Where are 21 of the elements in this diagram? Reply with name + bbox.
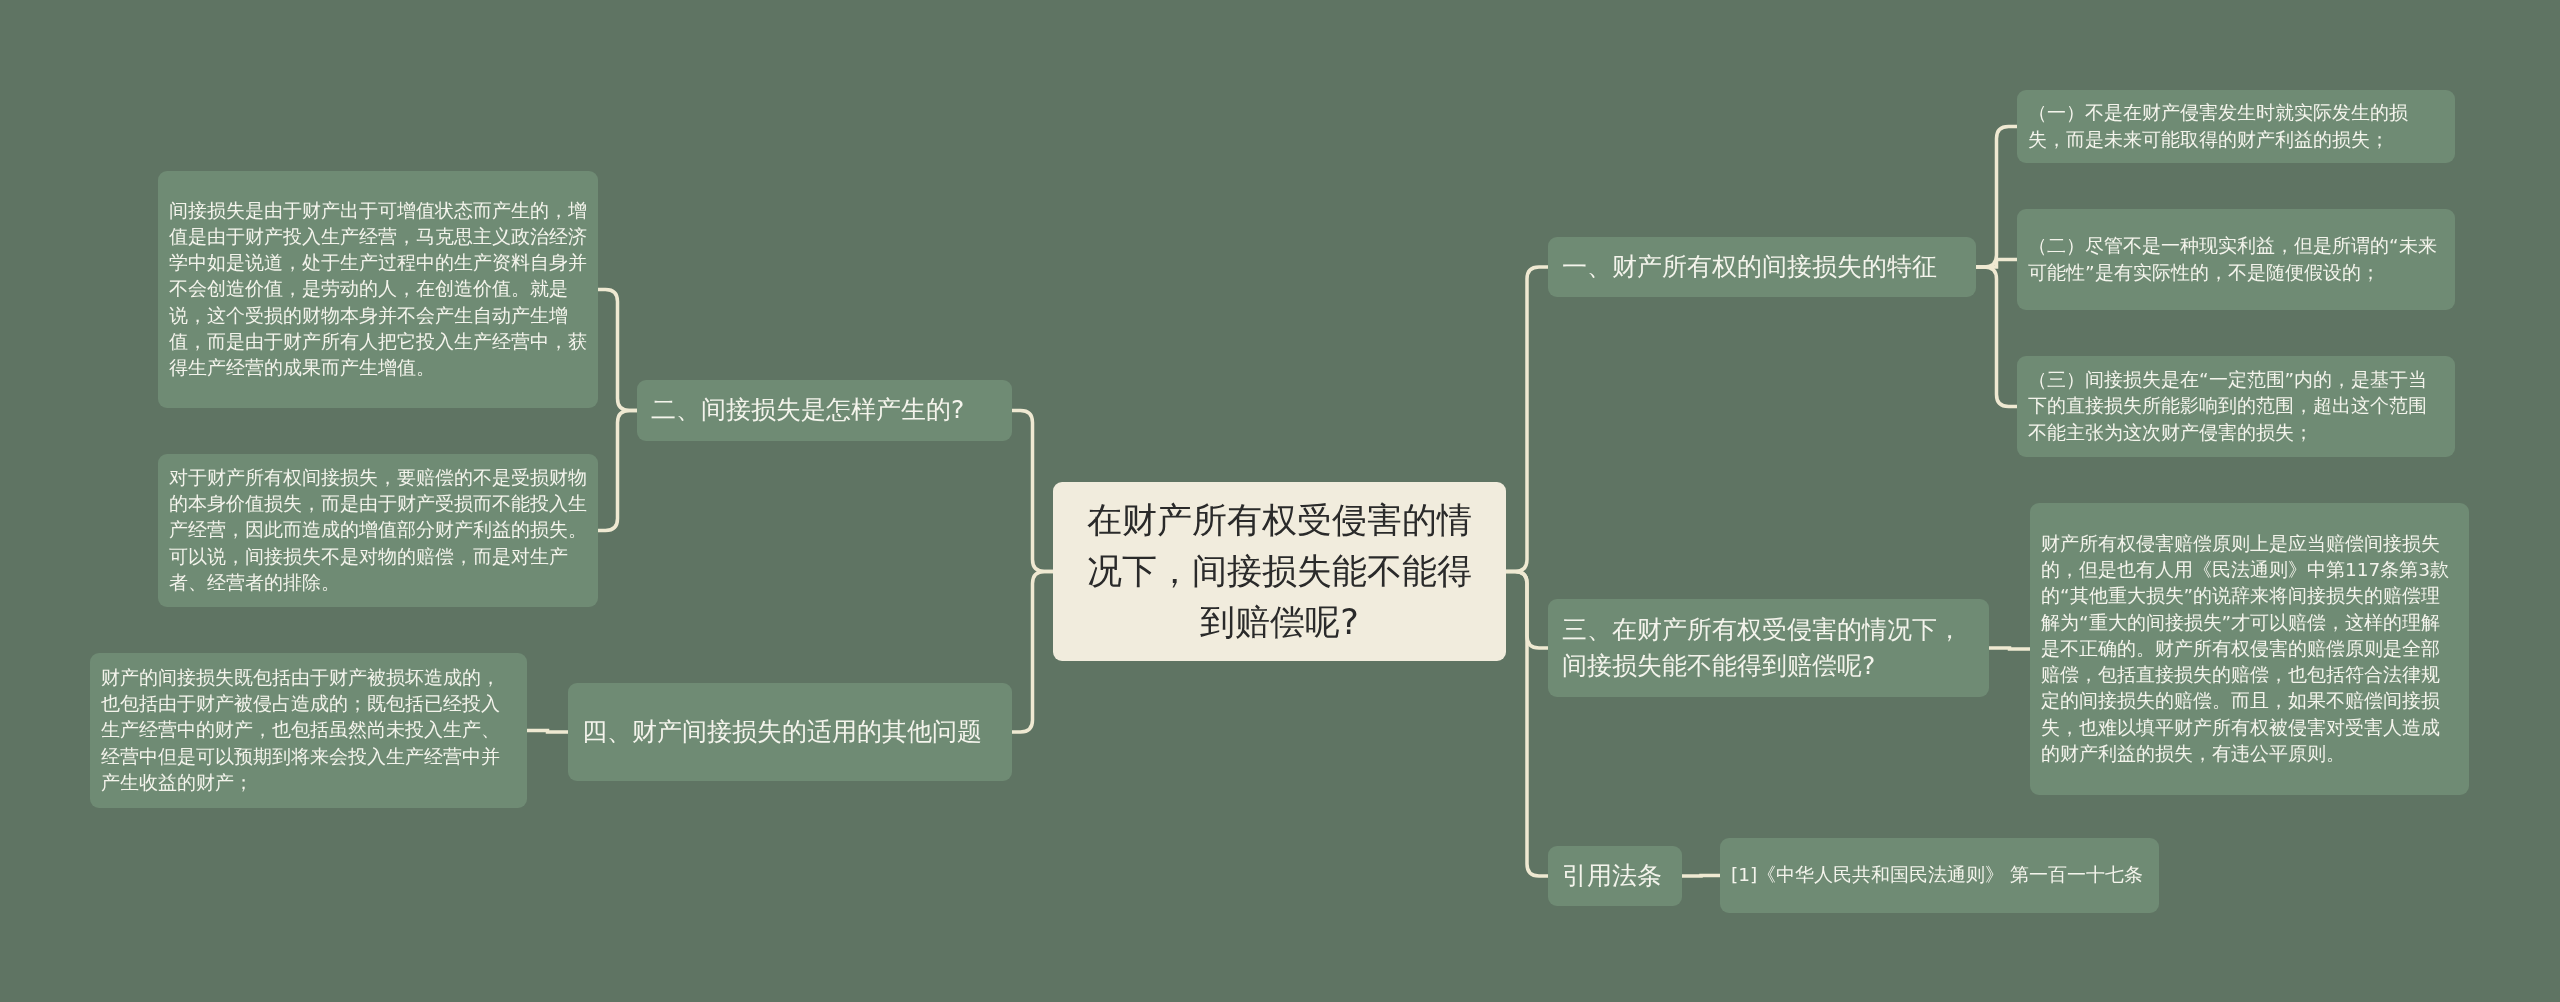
- topic-box: 一、财产所有权的间接损失的特征: [1548, 237, 1976, 297]
- note-box: 财产的间接损失既包括由于财产被损坏造成的，也包括由于财产被侵占造成的；既包括已经投入生产经营中的财产，也包括虽然尚未投入生产、经营中但是可以预期到将来会投入生产经营中并产生收益的财产；: [90, 653, 527, 808]
- note-box: （一）不是在财产侵害发生时就实际发生的损失，而是未来可能取得的财产利益的损失；: [2017, 90, 2455, 163]
- note-box: 财产所有权侵害赔偿原则上是应当赔偿间接损失的，但是也有人用《民法通则》中第117条第3款的“其他重大损失”的说辞来将间接损失的赔偿理解为“重大的间接损失”才可以赔偿，这样的理解是不正确的。财产所有权侵害的赔偿原则是全部赔偿，包括直接损失的赔偿，也包括符合法律规定的间接损失的赔偿。而且，如果不赔偿间接损失，也难以填平财产所有权被侵害对受害人造成的财产利益的损失，有违公平原则。: [2030, 503, 2469, 795]
- connector-line: [1682, 873, 1720, 878]
- topic-box: 三、在财产所有权受侵害的情况下，间接损失能不能得到赔偿呢?: [1548, 599, 1989, 697]
- central-topic-box: 在财产所有权受侵害的情况下，间接损失能不能得到赔偿呢?: [1053, 482, 1506, 661]
- note-box: （二）尽管不是一种现实利益，但是所谓的“未来可能性”是有实际性的，不是随便假设的；: [2017, 209, 2455, 310]
- topic-box: 四、财产间接损失的适用的其他问题: [568, 683, 1012, 781]
- connector-line: [1012, 569, 1053, 734]
- note-box: 间接损失是由于财产出于可增值状态而产生的，增值是由于财产投入生产经营，马克思主义政治经济学中如是说道，处于生产过程中的生产资料自身并不会创造价值，是劳动的人，在创造价值。就是说，这个受损的财物本身并不会产生自动产生增值，而是由于财产所有人把它投入生产经营中，获得生产经营的成果而产生增值。: [158, 171, 598, 408]
- topic-box: 二、间接损失是怎样产生的?: [637, 380, 1012, 441]
- connector-line: [1976, 265, 2017, 409]
- note-box: （三）间接损失是在“一定范围”内的，是基于当下的直接损失所能影响到的范围，超出这个范围不能主张为这次财产侵害的损失；: [2017, 356, 2455, 457]
- connector-line: [527, 728, 568, 734]
- connector-line: [1989, 646, 2030, 651]
- connector-line: [1506, 569, 1548, 878]
- note-box: 对于财产所有权间接损失，要赔偿的不是受损财物的本身价值损失，而是由于财产受损而不能投入生产经营，因此而造成的增值部分财产利益的损失。可以说，间接损失不是对物的赔偿，而是对生产者、经营者的排除。: [158, 454, 598, 607]
- note-box: [1]《中华人民共和国民法通则》 第一百一十七条: [1720, 838, 2159, 913]
- topic-box: 引用法条: [1548, 846, 1682, 906]
- connector-line: [598, 408, 637, 533]
